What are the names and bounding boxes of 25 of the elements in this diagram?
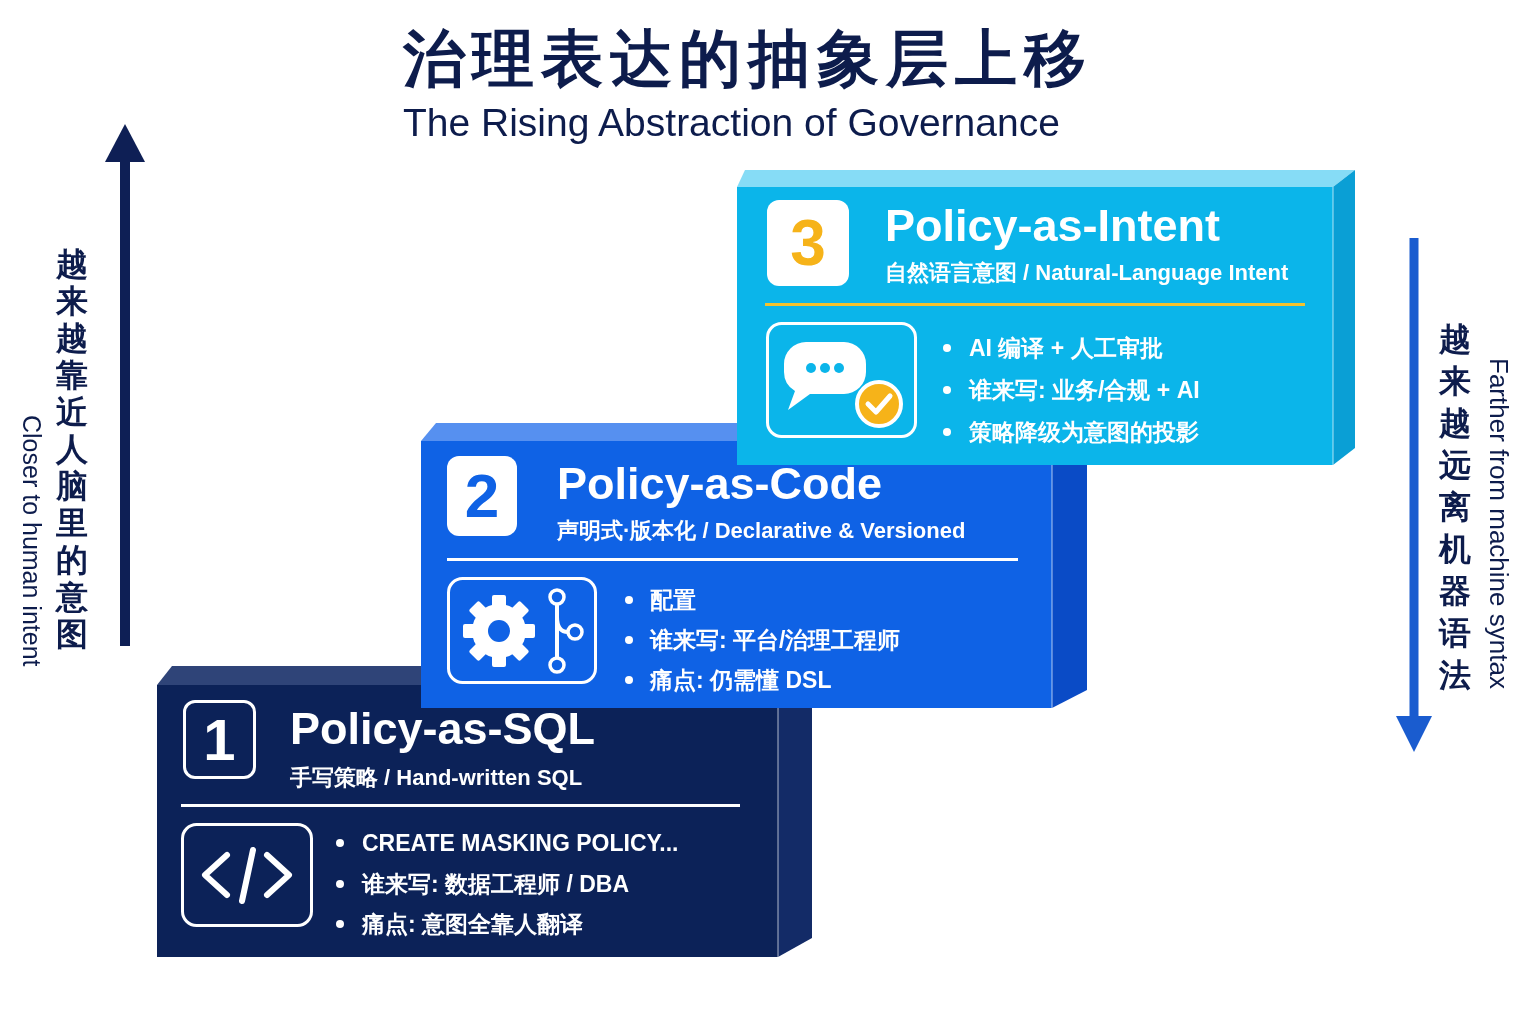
number-badge: 3 [767,200,849,286]
subtitle: The Rising Abstraction of Governance [403,100,1060,146]
block-subtitle: 手写策略 / Hand-written SQL [290,764,583,792]
bullet-text: 谁来写: 数据工程师 / DBA [362,870,630,899]
vertical-label: 越来越靠近人脑里的意图 [55,246,89,653]
block-heading: Policy-as-Code [557,458,883,510]
bullet-text: AI 编译 + 人工审批 [969,334,1163,363]
number-badge: 1 [183,700,256,779]
number-badge: 2 [447,456,517,536]
block-heading: Policy-as-Intent [885,200,1221,252]
bullet-text: 痛点: 意图全靠人翻译 [362,910,584,939]
vertical-label: 越来越远离机器语法 [1438,320,1472,695]
bullet-text: 痛点: 仍需懂 DSL [650,666,832,695]
vertical-label: Closer to human intent [18,415,46,667]
block-heading: Policy-as-SQL [290,703,596,755]
bullet-text: CREATE MASKING POLICY... [362,829,679,858]
block-subtitle: 声明式·版本化 / Declarative & Versioned [557,517,966,545]
title: 治理表达的抽象层上移 [403,23,1093,95]
bullet-text: 配置 [650,586,696,615]
bullet-text: 策略降级为意图的投影 [969,418,1199,447]
vertical-label: Farther from machine syntax [1485,358,1513,689]
bullet-text: 谁来写: 平台/治理工程师 [650,626,901,655]
bullet-text: 谁来写: 业务/合规 + AI [969,376,1200,405]
block-subtitle: 自然语言意图 / Natural-Language Intent [885,259,1289,287]
step-block [737,170,1355,465]
